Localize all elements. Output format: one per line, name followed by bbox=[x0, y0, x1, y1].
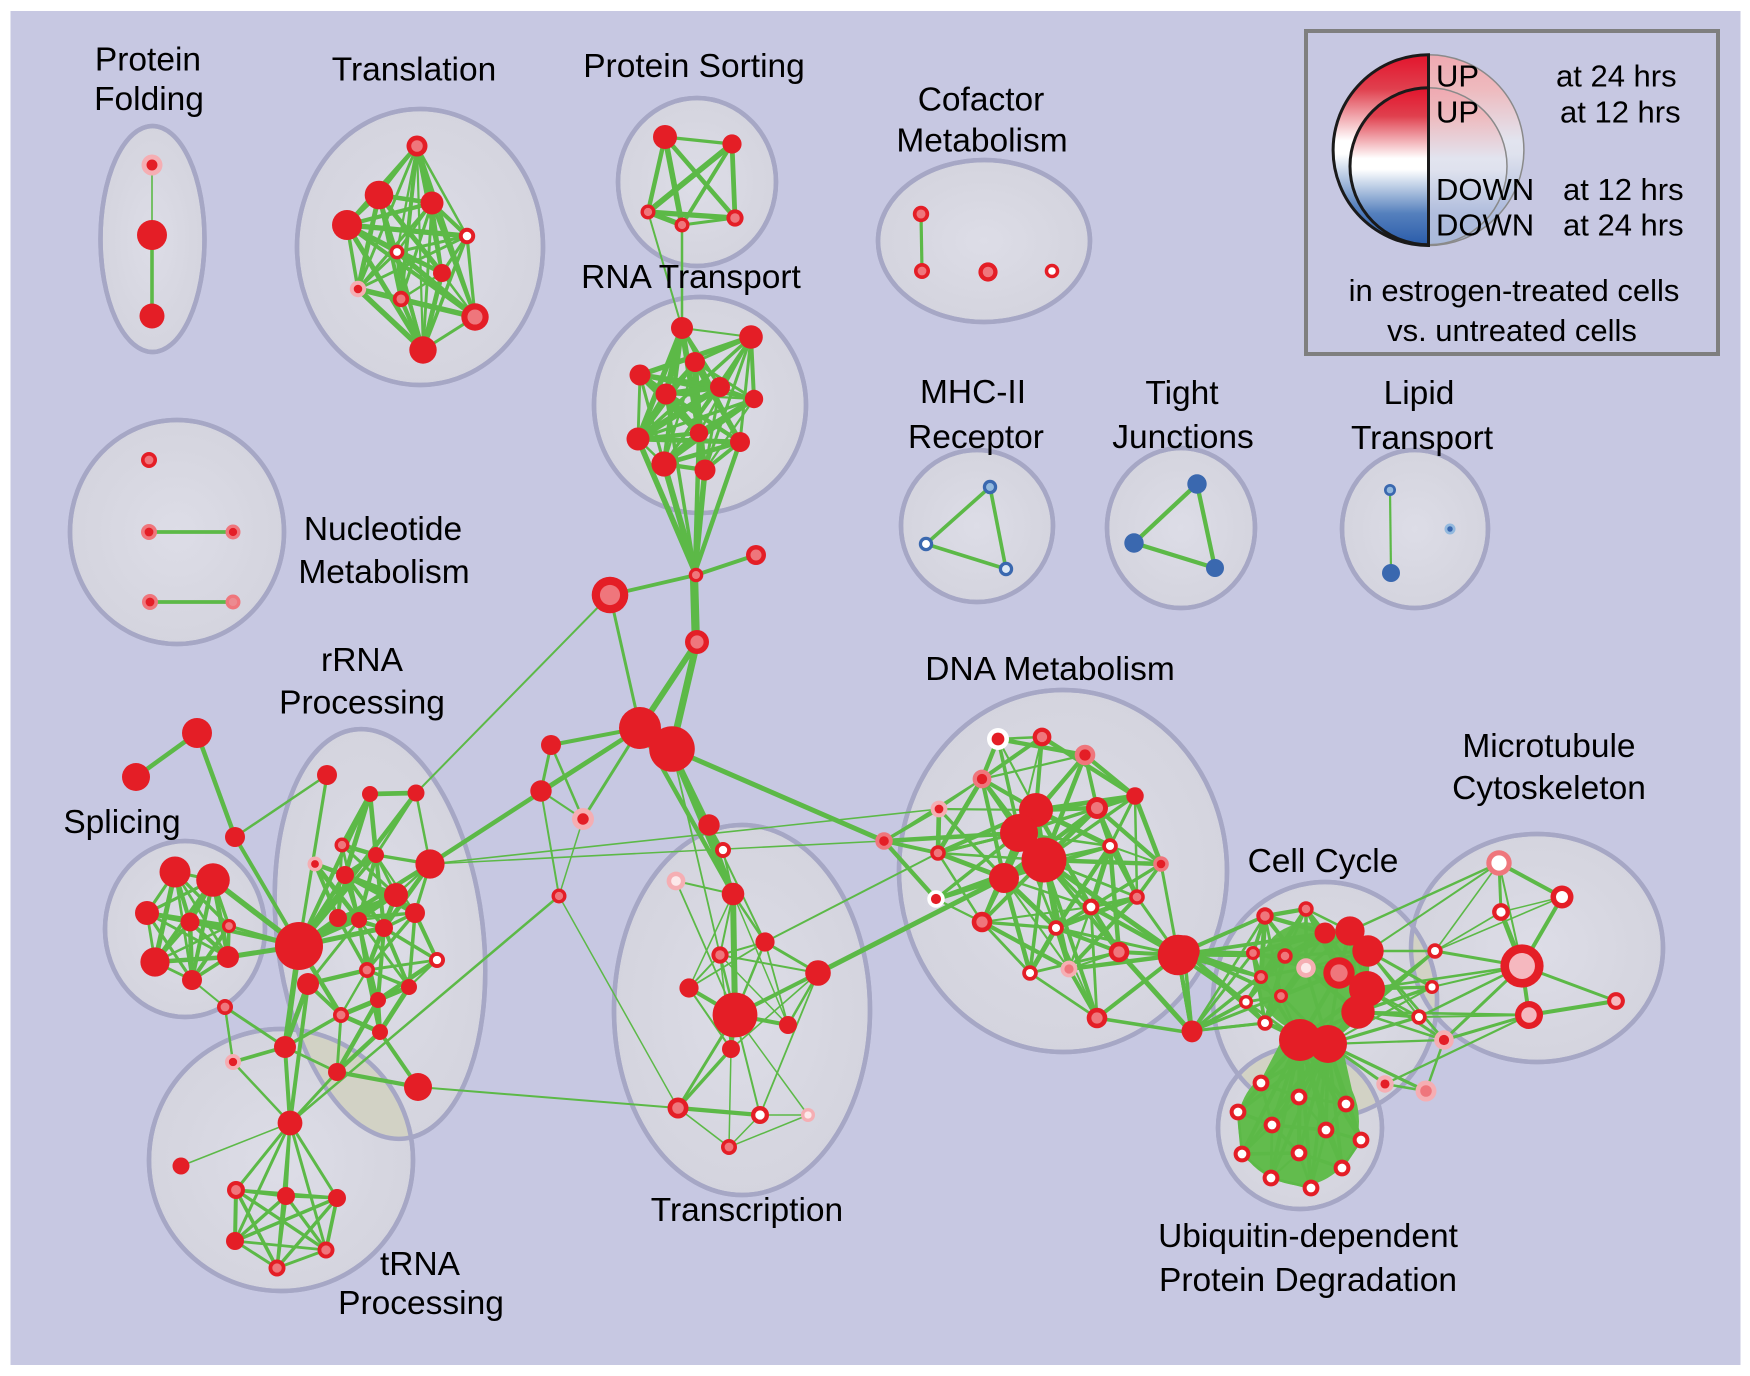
svg-text:UP: UP bbox=[1436, 95, 1479, 130]
svg-text:at 12 hrs: at 12 hrs bbox=[1563, 172, 1684, 207]
svg-text:Protein Degradation: Protein Degradation bbox=[1159, 1262, 1457, 1299]
svg-text:Receptor: Receptor bbox=[908, 419, 1044, 456]
svg-text:Folding: Folding bbox=[94, 81, 204, 118]
svg-text:vs. untreated cells: vs. untreated cells bbox=[1387, 313, 1637, 348]
svg-text:UP: UP bbox=[1436, 59, 1479, 94]
svg-text:Tight: Tight bbox=[1145, 375, 1219, 412]
svg-text:Translation: Translation bbox=[332, 52, 496, 89]
svg-text:Metabolism: Metabolism bbox=[896, 123, 1067, 160]
svg-text:RNA Transport: RNA Transport bbox=[581, 259, 801, 296]
svg-text:at 24 hrs: at 24 hrs bbox=[1556, 59, 1677, 94]
svg-text:Microtubule: Microtubule bbox=[1462, 728, 1635, 765]
svg-text:Ubiquitin-dependent: Ubiquitin-dependent bbox=[1158, 1218, 1459, 1255]
svg-text:Transport: Transport bbox=[1351, 420, 1494, 457]
svg-text:at 12 hrs: at 12 hrs bbox=[1560, 95, 1681, 130]
svg-text:Transcription: Transcription bbox=[651, 1192, 843, 1229]
svg-text:Lipid: Lipid bbox=[1384, 375, 1455, 412]
svg-text:Protein Sorting: Protein Sorting bbox=[583, 48, 805, 85]
svg-text:rRNA: rRNA bbox=[321, 642, 404, 679]
svg-text:Splicing: Splicing bbox=[63, 804, 180, 841]
svg-text:Metabolism: Metabolism bbox=[298, 554, 469, 591]
svg-text:Nucleotide: Nucleotide bbox=[304, 511, 462, 548]
svg-text:Cytoskeleton: Cytoskeleton bbox=[1452, 770, 1646, 807]
svg-text:tRNA: tRNA bbox=[380, 1246, 461, 1283]
svg-text:at 24 hrs: at 24 hrs bbox=[1563, 208, 1684, 243]
svg-text:MHC-II: MHC-II bbox=[920, 374, 1026, 411]
svg-text:Cofactor: Cofactor bbox=[918, 82, 1045, 119]
svg-text:Processing: Processing bbox=[338, 1285, 504, 1322]
svg-text:Processing: Processing bbox=[279, 685, 445, 722]
svg-text:Junctions: Junctions bbox=[1112, 419, 1254, 456]
svg-text:Cell Cycle: Cell Cycle bbox=[1248, 843, 1399, 880]
svg-text:DNA Metabolism: DNA Metabolism bbox=[925, 651, 1174, 688]
svg-text:DOWN: DOWN bbox=[1436, 172, 1534, 207]
svg-text:in estrogen-treated cells: in estrogen-treated cells bbox=[1349, 273, 1680, 308]
svg-text:Protein: Protein bbox=[95, 42, 201, 79]
svg-text:DOWN: DOWN bbox=[1436, 208, 1534, 243]
